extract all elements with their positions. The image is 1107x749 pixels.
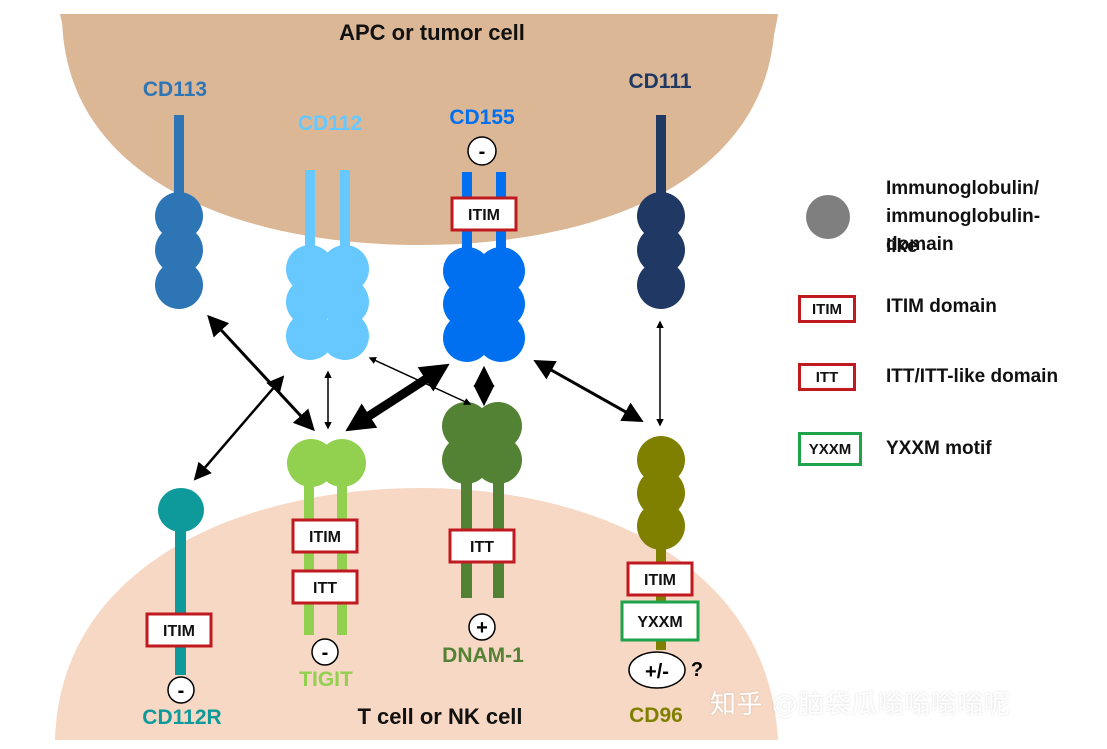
- legend-itt-text: ITT/ITT-like domain: [886, 366, 1059, 387]
- arrow-cd113-tigit: [207, 314, 315, 432]
- svg-text:ITT: ITT: [470, 539, 494, 556]
- legend-itt-box: ITT: [798, 363, 856, 391]
- arrow-cd155-tigit: [345, 363, 450, 432]
- watermark: 知乎 @脑袋瓜嗡嗡嗡嗡呢: [710, 690, 1011, 720]
- cd96-itim-box: ITIM: [626, 561, 694, 597]
- dnam1-label: DNAM-1: [442, 644, 524, 667]
- cd96-yxxm-box: YXXM: [620, 600, 700, 642]
- cd96-label: CD96: [629, 704, 683, 727]
- t-cell-label: T cell or NK cell: [357, 704, 522, 729]
- svg-text:+/-: +/-: [645, 661, 669, 683]
- cd155-label: CD155: [449, 106, 515, 129]
- svg-text:+: +: [476, 617, 488, 639]
- cd113-label: CD113: [143, 78, 207, 101]
- svg-text:YXXM: YXXM: [637, 614, 682, 631]
- ig-domain-swatch: [806, 195, 850, 239]
- cd113-protein: [155, 115, 203, 309]
- cd112r-itim-box: ITIM: [145, 612, 213, 648]
- cd155-minus-sign: -: [467, 136, 497, 166]
- cd112r-protein: [158, 488, 204, 675]
- arrow-cd112-cd112r: [193, 375, 285, 481]
- interaction-arrows: [193, 314, 664, 481]
- dnam1-plus-sign: +: [468, 613, 496, 641]
- legend-yxxm-box: YXXM: [798, 432, 862, 466]
- svg-text:-: -: [479, 141, 486, 163]
- arrow-cd155-cd96: [533, 359, 644, 423]
- svg-text:-: -: [322, 642, 329, 664]
- cd155-itim-box: ITIM: [450, 196, 518, 232]
- tigit-itt-box: ITT: [291, 569, 359, 605]
- legend-yxxm-text: YXXM motif: [886, 438, 992, 459]
- svg-text:?: ?: [691, 659, 703, 681]
- dnam1-itt-box: ITT: [448, 528, 516, 564]
- tigit-label: TIGIT: [299, 668, 353, 691]
- tigit-minus-sign: -: [311, 638, 339, 666]
- svg-text:ITIM: ITIM: [163, 623, 195, 640]
- svg-text:ITIM: ITIM: [644, 572, 676, 589]
- svg-text:ITIM: ITIM: [468, 207, 500, 224]
- apc-cell-label: APC or tumor cell: [339, 20, 525, 45]
- svg-text:-: -: [178, 680, 185, 702]
- svg-text:ITT: ITT: [313, 580, 337, 597]
- cd112-label: CD112: [298, 112, 362, 135]
- t-nk-cell: [55, 488, 778, 740]
- cd112r-minus-sign: -: [167, 676, 195, 704]
- legend-ig-domain-line3: domain: [886, 234, 954, 255]
- legend-ig-domain-line2: immunoglobulin-like: [886, 206, 1041, 257]
- cd111-protein: [637, 115, 685, 309]
- cd96-sign: +/- ?: [628, 651, 703, 689]
- legend-itim-text: ITIM domain: [886, 296, 997, 317]
- legend-itim-box: ITIM: [798, 295, 856, 323]
- svg-text:ITIM: ITIM: [309, 529, 341, 546]
- cd112r-label: CD112R: [142, 706, 221, 729]
- legend-ig-domain-line1: Immunoglobulin/: [886, 178, 1040, 199]
- apc-tumor-cell-body: [62, 14, 775, 245]
- cd111-label: CD111: [628, 70, 691, 93]
- tigit-itim-box: ITIM: [291, 518, 359, 554]
- legend: Immunoglobulin/ immunoglobulin-like doma…: [780, 0, 1107, 749]
